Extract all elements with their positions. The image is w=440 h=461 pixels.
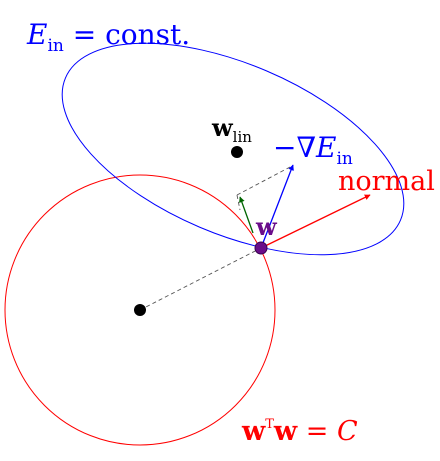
wlin-label: wlin (211, 113, 252, 146)
wlin-base: w (211, 113, 234, 142)
wlin-subscript: lin (233, 128, 253, 146)
grad-prefix: −∇ (273, 131, 316, 164)
constraint-equals: = (297, 416, 337, 447)
constraint-C: C (337, 416, 358, 447)
grad-E: E (315, 131, 336, 164)
neg-gradient-label: −∇Ein (273, 131, 353, 169)
ein-const-label: Ein = const. (26, 18, 190, 56)
ein-contour-ellipse (61, 42, 405, 256)
constraint-label: wTw = C (241, 416, 358, 447)
ein-rhs: = const. (64, 18, 190, 51)
w-label: w (255, 212, 278, 241)
constraint-w1: w (241, 416, 266, 447)
tangent-component-arrow (239, 196, 254, 234)
origin-point (134, 304, 146, 316)
dashed-origin-to-w (139, 247, 262, 311)
constraint-transpose: T (265, 417, 274, 432)
grad-subscript: in (336, 149, 352, 169)
dashed-parallelogram-top (236, 165, 293, 196)
neg-gradient-arrow (260, 164, 294, 249)
normal-arrow (260, 194, 371, 249)
wlin-point (231, 146, 243, 158)
dashed-parallelogram-left (236, 194, 241, 211)
ein-symbol: E (26, 18, 47, 51)
normal-label: normal (338, 166, 435, 197)
ein-subscript: in (47, 36, 63, 56)
constraint-circle (4, 174, 276, 446)
constraint-w2: w (273, 416, 298, 447)
w-point (254, 241, 268, 255)
